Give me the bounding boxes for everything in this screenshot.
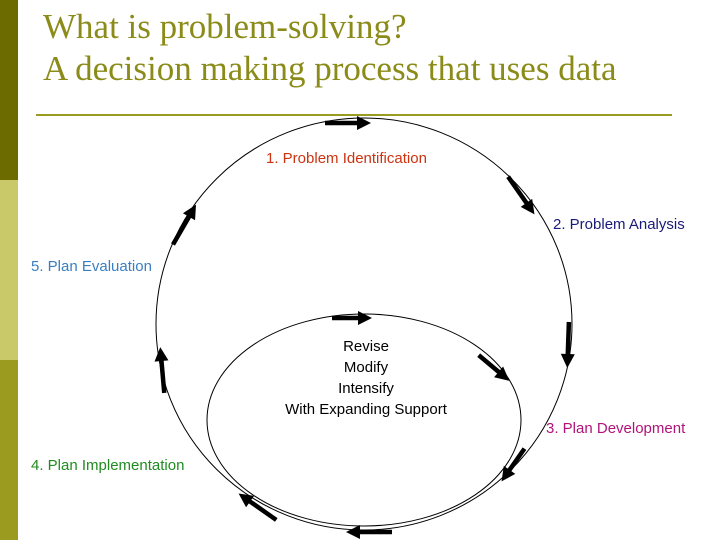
outer-arrow-top-icon: [325, 116, 371, 130]
sidebar-block-middle: [0, 180, 18, 360]
step-problem-identification: 1. Problem Identification: [266, 150, 427, 167]
step-plan-implementation: 4. Plan Implementation: [31, 457, 185, 474]
inner-cycle-expanding-support: With Expanding Support: [285, 401, 447, 418]
inner-cycle-intensify: Intensify: [338, 380, 394, 397]
slide-title-line-1: What is problem-solving?: [43, 7, 407, 46]
outer-arrow-right-icon: [560, 321, 575, 368]
title-divider: [36, 114, 672, 116]
outer-arrow-bottom-icon: [346, 525, 392, 539]
outer-arrow-upper-right-icon: [506, 175, 535, 215]
inner-cycle-arrows: [332, 311, 527, 482]
step-plan-development: 3. Plan Development: [546, 420, 686, 437]
step-problem-analysis: 2. Problem Analysis: [553, 216, 685, 233]
inner-cycle-revise: Revise: [343, 338, 389, 355]
inner-arrow-top-icon: [332, 311, 372, 325]
outer-cycle-arrows: [154, 116, 575, 539]
inner-arrow-lower-right-icon: [501, 447, 527, 482]
sidebar-block-top: [0, 0, 18, 180]
inner-cycle-modify: Modify: [343, 359, 389, 376]
inner-arrow-right-icon: [477, 353, 510, 381]
outer-arrow-upper-left-icon: [171, 204, 196, 246]
outer-arrow-left-icon: [154, 347, 169, 394]
outer-arrow-lower-left-icon: [238, 493, 278, 522]
inner-cycle-text: Revise Modify Intensify With Expanding S…: [256, 336, 476, 420]
slide-title: What is problem-solving? A decision maki…: [43, 6, 616, 90]
slide-title-line-2: A decision making process that uses data: [43, 49, 617, 88]
sidebar-block-bottom: [0, 360, 18, 540]
step-plan-evaluation: 5. Plan Evaluation: [31, 258, 152, 275]
